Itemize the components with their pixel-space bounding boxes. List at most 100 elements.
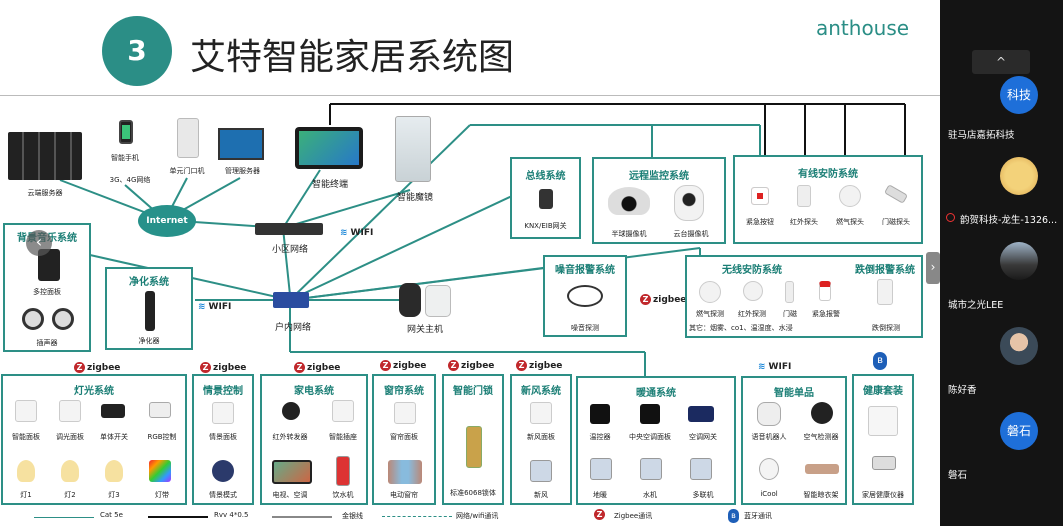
brand-logo: anthouse [816,16,910,40]
wireless-note: 其它：烟雾、co1、温湿度、水浸 [689,324,793,332]
appliance-system-group: 家电系统 红外转发器 智能插座 电视、空调 饮水机 [260,374,368,505]
dome-camera-icon [608,187,650,215]
wired-security-title: 有线安防系统 [798,169,858,180]
slide: 3 艾特智能家居系统图 anthouse 云端服务器 智能手机 3G、4G网络 … [0,16,940,523]
clothes-rack-icon [805,464,839,474]
zigbee-icon: Z [380,360,391,371]
participants-sidebar: ^ 科技 驻马店嘉拓科技 韵贺科技-龙生-1326... 城市之光LEE 陈好香… [940,0,1063,526]
speaker-icon-1 [22,308,44,330]
door-station-icon [177,118,199,158]
legend-bluetooth: 蓝牙通讯 [744,512,772,520]
gas-sensor-icon [839,185,861,207]
wireless-door-icon [785,281,794,303]
health-device-label: 家居健康仪器 [862,491,904,499]
participant-avatar-3[interactable] [1000,242,1038,280]
curtain-panel-icon [394,402,416,424]
smart-panel-label: 智能面板 [12,433,40,441]
cloud-server-label: 云端服务器 [27,189,63,197]
wireless-door-label: 门磁 [783,310,797,318]
zigbee-icon: Z [448,360,459,371]
single-switch-icon [101,404,125,418]
knx-gateway-label: KNX/EIB网关 [524,222,567,230]
legend-zigbee: Zigbee通讯 [614,512,653,520]
legend-bluetooth-icon: ʙ [728,509,739,523]
voice-robot-icon [757,402,781,426]
legend-silver-line [272,516,332,518]
light-system-group: 灯光系统 智能面板 调光面板 单体开关 RGB控制 灯1 灯2 灯3 灯带 [1,374,187,505]
participant-avatar-1[interactable]: 科技 [1000,76,1038,114]
health-kit-title: 健康套装 [863,386,903,397]
thermostat-icon [590,404,610,424]
collapse-button[interactable]: ^ [972,50,1030,74]
legend-rvv: Rvv 4*0.5 [214,511,249,519]
speaker-icon-2 [52,308,74,330]
legend-network: 网络/wifi通讯 [456,512,499,520]
participant-name-1: 驻马店嘉拓科技 [948,130,1015,141]
gateway-icon-2 [425,285,451,317]
icool-icon [759,458,779,480]
mic-muted-icon [946,213,955,222]
door-sensor-label: 门磁探头 [882,218,910,226]
zigbee-label: zigbee [461,361,495,371]
monitor-system-group: 远程监控系统 半球摄像机 云台摄像机 [592,157,726,244]
wireless-ir-label: 红外探测 [738,310,766,318]
ac-panel-icon [640,404,660,424]
bus-system-group: 总线系统 KNX/EIB网关 [510,157,581,239]
wifi-label: WIFI [350,228,374,238]
motor-curtain-icon [388,460,422,484]
zigbee-icon: Z [200,362,211,373]
wireless-ir-icon [743,281,763,301]
zigbee-icon: Z [640,294,651,305]
purify-system-title: 净化系统 [129,277,169,288]
health-kit-group: 健康套装 家居健康仪器 [852,374,914,505]
light-strip-icon [149,460,171,482]
fall-alarm-title: 跌倒报警系统 [855,265,915,276]
zigbee-label: zigbee [307,363,341,373]
purifier-label: 净化器 [138,337,160,345]
noise-system-group: 噪音报警系统 噪音探测 [543,255,627,337]
noise-system-title: 噪音报警系统 [555,265,615,276]
rgb-controller-label: RGB控制 [147,433,177,441]
thermostat-label: 温控器 [589,433,611,441]
fall-detector-label: 跌倒探测 [872,324,900,332]
smart-lock-group: 智能门锁 标准6068锁体 [442,374,504,505]
gateway-icon [399,283,421,317]
participant-avatar-5[interactable]: 磐石 [1000,412,1038,450]
legend-silver: 金银线 [342,512,363,520]
fresh-air-title: 新风系统 [521,386,561,397]
participant-avatar-2[interactable] [1000,157,1038,195]
wireless-panic-label: 紧急报警 [812,310,840,318]
wireless-panic-icon [819,281,831,301]
hvac-system-group: 暖通系统 温控器 中央空调面板 空调网关 地暖 水机 多联机 [576,376,736,505]
scene-mode-icon [212,460,234,482]
bulb-3-label: 灯3 [108,491,120,499]
air-detector-icon [811,402,833,424]
chevron-up-icon: ^ [995,55,1007,69]
magic-mirror-label: 智能魔镜 [396,193,433,203]
dimmer-panel-label: 调光面板 [56,433,84,441]
dimmer-panel-icon [59,400,81,422]
speaker-label: 插声器 [36,339,58,347]
zigbee-label: zigbee [393,361,427,371]
bulb-2-label: 灯2 [64,491,76,499]
noise-detector-icon [567,285,603,307]
hvac-system-title: 暖通系统 [636,388,676,399]
single-switch-label: 单体开关 [100,433,128,441]
purifier-icon [145,291,155,331]
wireless-security-title: 无线安防系统 [722,265,782,276]
slide-prev-button[interactable]: ‹ [26,230,52,256]
legend-network-line [382,516,452,517]
curtain-panel-label: 窗帘面板 [390,433,418,441]
participant-avatar-4[interactable] [1000,327,1038,365]
water-unit-icon [640,458,662,480]
smart-lock-title: 智能门锁 [453,386,493,397]
smart-single-title: 智能单品 [774,388,814,399]
water-dispenser-icon [336,456,350,486]
slide-next-button[interactable]: › [926,252,940,284]
voice-robot-label: 语音机器人 [751,433,787,441]
water-unit-label: 水机 [643,491,657,499]
tv-icon [272,460,312,484]
